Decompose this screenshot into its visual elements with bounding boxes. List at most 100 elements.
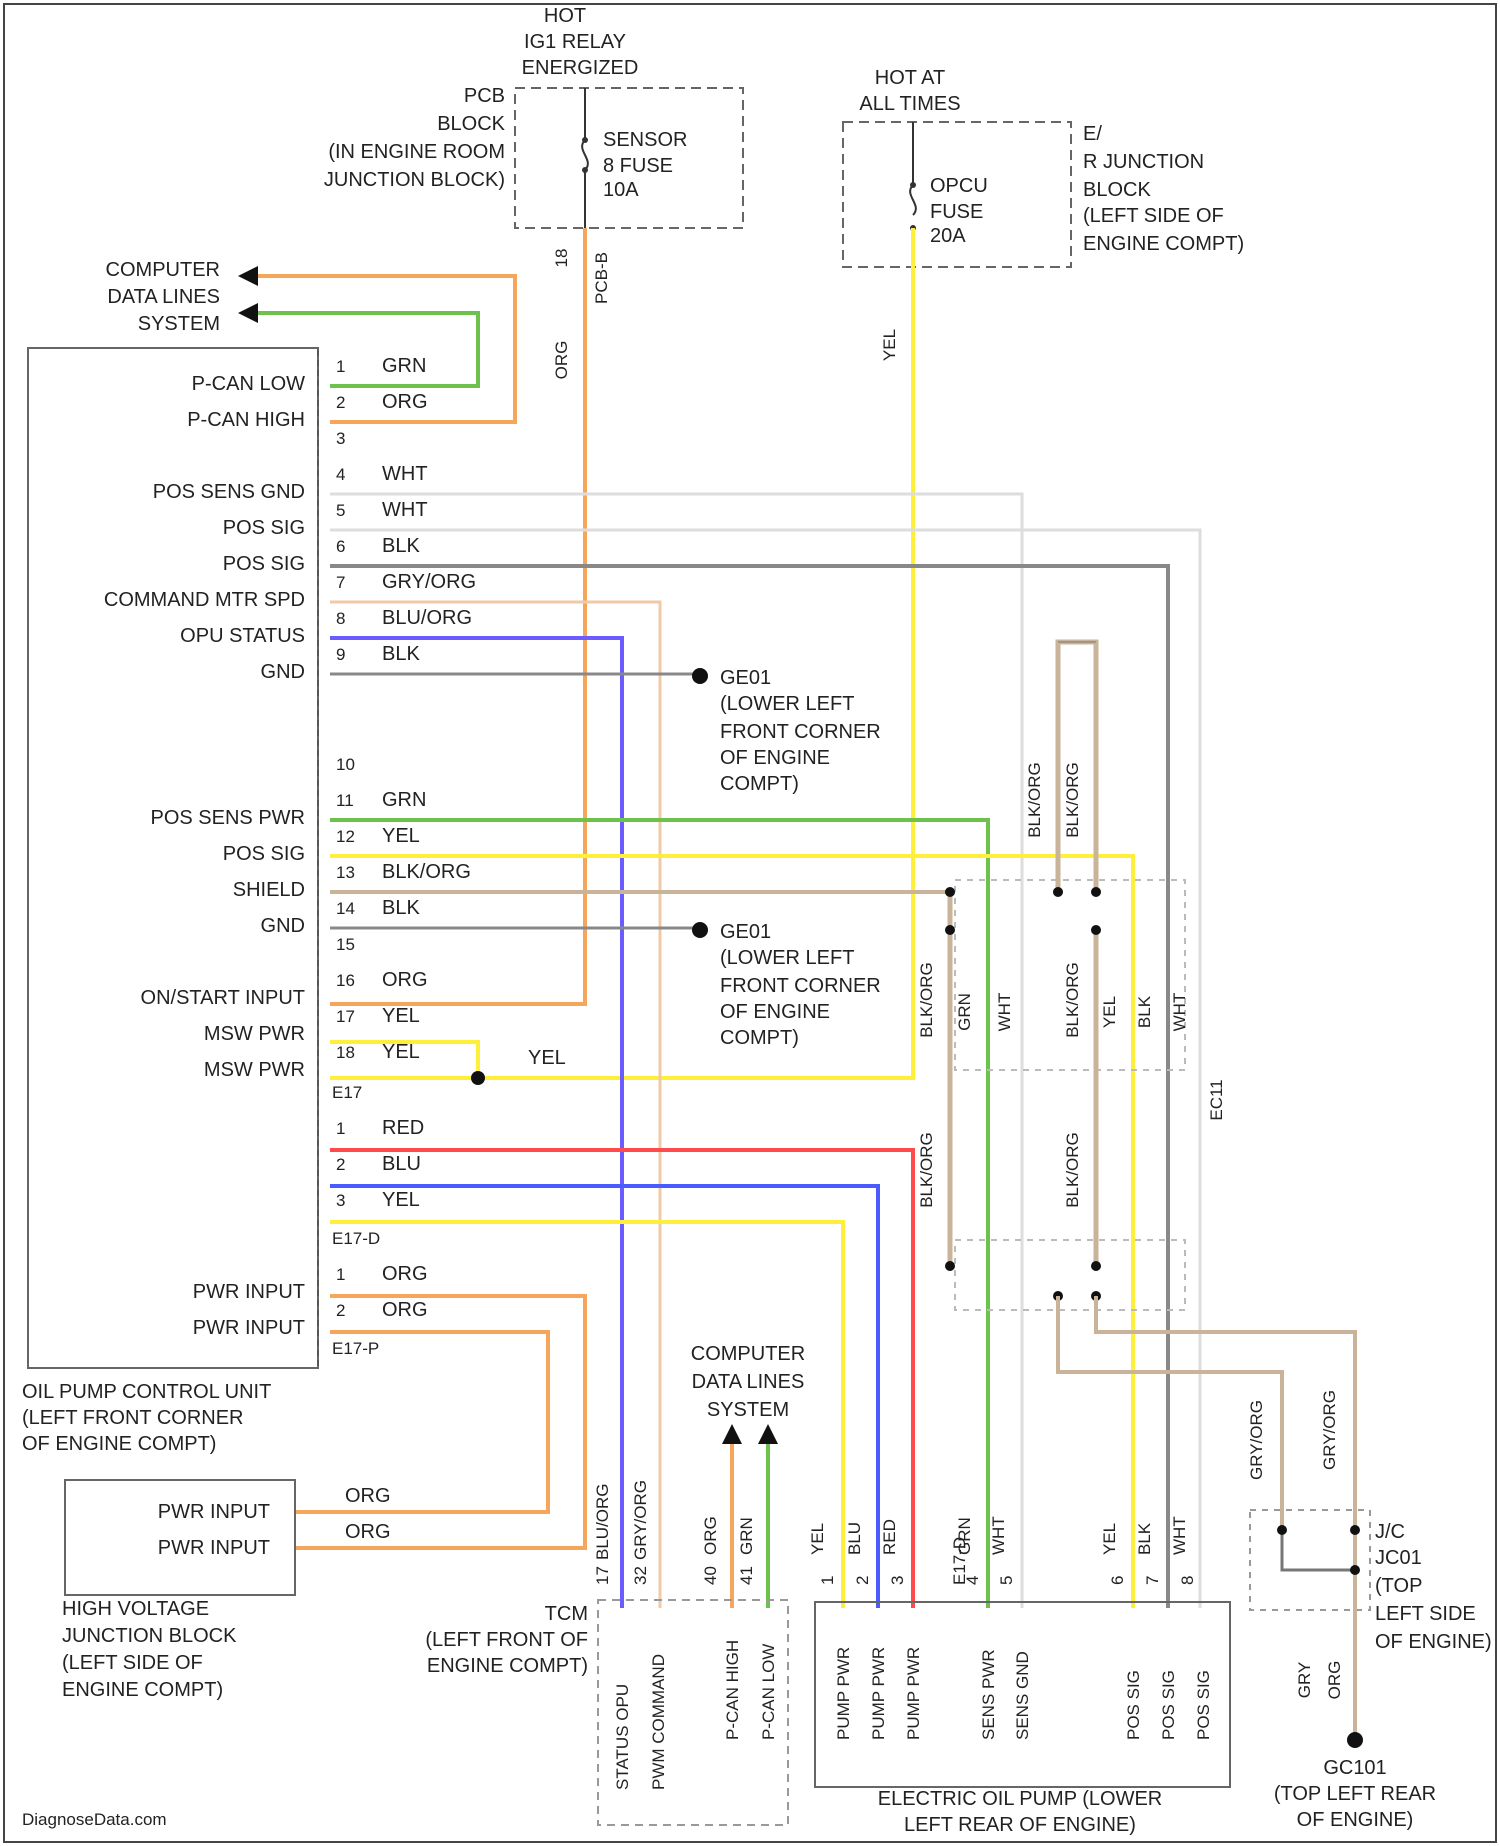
svg-text:5: 5 — [997, 1576, 1016, 1585]
svg-text:PWR INPUT: PWR INPUT — [193, 1317, 305, 1339]
svg-text:POS SIG: POS SIG — [223, 517, 305, 539]
svg-text:POS SENS PWR: POS SENS PWR — [151, 807, 305, 829]
svg-text:GRY/ORG: GRY/ORG — [631, 1480, 650, 1560]
svg-text:7: 7 — [1143, 1576, 1162, 1585]
svg-text:POS SIG: POS SIG — [1194, 1670, 1213, 1740]
svg-text:MSW PWR: MSW PWR — [204, 1023, 305, 1045]
opu-pin-row-d3: 3YEL — [336, 1189, 420, 1211]
splice-yel — [471, 1071, 485, 1085]
svg-text:FUSE: FUSE — [930, 201, 983, 223]
wire-bluorg-status — [330, 638, 622, 1608]
svg-text:15: 15 — [336, 935, 355, 954]
svg-text:IG1 RELAY: IG1 RELAY — [524, 31, 626, 53]
vert-label-grn: GRN — [955, 993, 974, 1031]
svg-text:41: 41 — [737, 1566, 756, 1585]
svg-text:13: 13 — [336, 863, 355, 882]
svg-text:5: 5 — [336, 501, 345, 520]
svg-text:COMPUTER: COMPUTER — [691, 1343, 805, 1365]
svg-text:10: 10 — [336, 755, 355, 774]
jc-wire-label-c: GRY — [1295, 1662, 1314, 1699]
svg-text:POS SIG: POS SIG — [223, 553, 305, 575]
svg-text:1: 1 — [336, 357, 345, 376]
ground-ge01-a — [692, 668, 708, 684]
svg-text:17: 17 — [593, 1566, 612, 1585]
svg-text:ORG: ORG — [382, 391, 428, 413]
svg-text:BLK: BLK — [382, 897, 420, 919]
jc01-box — [1250, 1510, 1370, 1610]
vert-label-yel: YEL — [1100, 996, 1119, 1028]
svg-text:SENSOR: SENSOR — [603, 129, 687, 151]
tcm-pin-pwm: 32 GRY/ORG PWM COMMAND — [631, 1480, 668, 1790]
svg-text:YEL: YEL — [382, 1189, 420, 1211]
svg-text:OF ENGINE): OF ENGINE) — [1375, 1631, 1492, 1653]
svg-text:PCB: PCB — [464, 85, 505, 107]
svg-text:17: 17 — [336, 1007, 355, 1026]
svg-text:BLU/ORG: BLU/ORG — [382, 607, 472, 629]
svg-text:SHIELD: SHIELD — [233, 879, 305, 901]
wire-wht-pos-sig — [330, 530, 1200, 1608]
hv-pin-2-label: PWR INPUT — [158, 1537, 270, 1559]
vert-label-wht2: WHT — [1170, 993, 1189, 1032]
svg-text:OF ENGINE COMPT): OF ENGINE COMPT) — [22, 1433, 216, 1455]
svg-text:HOT: HOT — [544, 5, 586, 27]
svg-text:GRN: GRN — [382, 789, 426, 811]
svg-text:JUNCTION BLOCK: JUNCTION BLOCK — [62, 1625, 237, 1647]
svg-text:ENGINE COMPT): ENGINE COMPT) — [1083, 233, 1244, 255]
svg-text:(LOWER LEFT: (LOWER LEFT — [720, 693, 854, 715]
svg-text:BLK: BLK — [382, 643, 420, 665]
svg-text:PWM COMMAND: PWM COMMAND — [649, 1654, 668, 1790]
svg-text:LEFT REAR OF ENGINE): LEFT REAR OF ENGINE) — [904, 1814, 1136, 1836]
label-org-vertical: ORG — [552, 341, 571, 380]
svg-text:COMMAND MTR SPD: COMMAND MTR SPD — [104, 589, 305, 611]
svg-text:YEL: YEL — [382, 1005, 420, 1027]
svg-text:J/C: J/C — [1375, 1521, 1405, 1543]
svg-text:PUMP PWR: PUMP PWR — [834, 1647, 853, 1740]
gc101-label: GC101 (TOP LEFT REAR OF ENGINE) — [1274, 1757, 1436, 1831]
svg-text:HIGH VOLTAGE: HIGH VOLTAGE — [62, 1598, 209, 1620]
svg-text:P-CAN LOW: P-CAN LOW — [759, 1644, 778, 1740]
svg-text:SENS GND: SENS GND — [1013, 1651, 1032, 1740]
svg-text:OF ENGINE): OF ENGINE) — [1297, 1809, 1414, 1831]
svg-text:TCM: TCM — [545, 1603, 588, 1625]
svg-text:YEL: YEL — [382, 1041, 420, 1063]
svg-text:BLU: BLU — [382, 1153, 421, 1175]
svg-text:ALL TIMES: ALL TIMES — [859, 93, 960, 115]
opu-caption: OIL PUMP CONTROL UNIT (LEFT FRONT CORNER… — [22, 1381, 271, 1455]
svg-text:E/: E/ — [1083, 123, 1102, 145]
svg-text:OPU STATUS: OPU STATUS — [180, 625, 305, 647]
svg-text:BLOCK: BLOCK — [1083, 179, 1151, 201]
svg-text:ORG: ORG — [701, 1516, 720, 1555]
wire-wht-pos-gnd — [330, 494, 1022, 1608]
svg-text:DATA LINES: DATA LINES — [107, 286, 220, 308]
svg-text:POS SENS GND: POS SENS GND — [153, 481, 305, 503]
svg-text:WHT: WHT — [1170, 1516, 1189, 1555]
wire-org-pwr-2 — [295, 1332, 548, 1512]
svg-text:COMPT): COMPT) — [720, 773, 799, 795]
connector-e17-d: E17-D — [332, 1229, 380, 1248]
svg-text:WHT: WHT — [989, 1516, 1008, 1555]
svg-text:OPCU: OPCU — [930, 175, 988, 197]
opu-pin-row-13: SHIELD13BLK/ORG — [233, 861, 471, 901]
svg-text:(LEFT FRONT CORNER: (LEFT FRONT CORNER — [22, 1407, 244, 1429]
svg-text:PUMP PWR: PUMP PWR — [904, 1647, 923, 1740]
eop-caption: ELECTRIC OIL PUMP (LOWER LEFT REAR OF EN… — [878, 1788, 1163, 1836]
jc-wire-label-a: GRY/ORG — [1247, 1400, 1266, 1480]
svg-text:20A: 20A — [930, 225, 966, 247]
opu-pin-row-18: MSW PWR18YEL — [204, 1041, 420, 1081]
opu-pin-row-14: GND14BLK — [261, 897, 421, 937]
svg-text:P-CAN HIGH: P-CAN HIGH — [187, 409, 305, 431]
svg-text:7: 7 — [336, 573, 345, 592]
shield-label-f: BLK/ORG — [1063, 1132, 1082, 1208]
opu-pin-row-6: POS SIG6BLK — [223, 535, 421, 575]
svg-text:8: 8 — [1178, 1576, 1197, 1585]
svg-text:R JUNCTION: R JUNCTION — [1083, 151, 1204, 173]
opu-pin-row-10: 10 — [336, 755, 355, 774]
svg-text:2: 2 — [336, 393, 345, 412]
svg-text:GE01: GE01 — [720, 667, 771, 689]
svg-text:ORG: ORG — [382, 1299, 428, 1321]
opu-pin-row-3: 3 — [336, 429, 345, 448]
wire-gryorg-cmd — [330, 602, 660, 1608]
